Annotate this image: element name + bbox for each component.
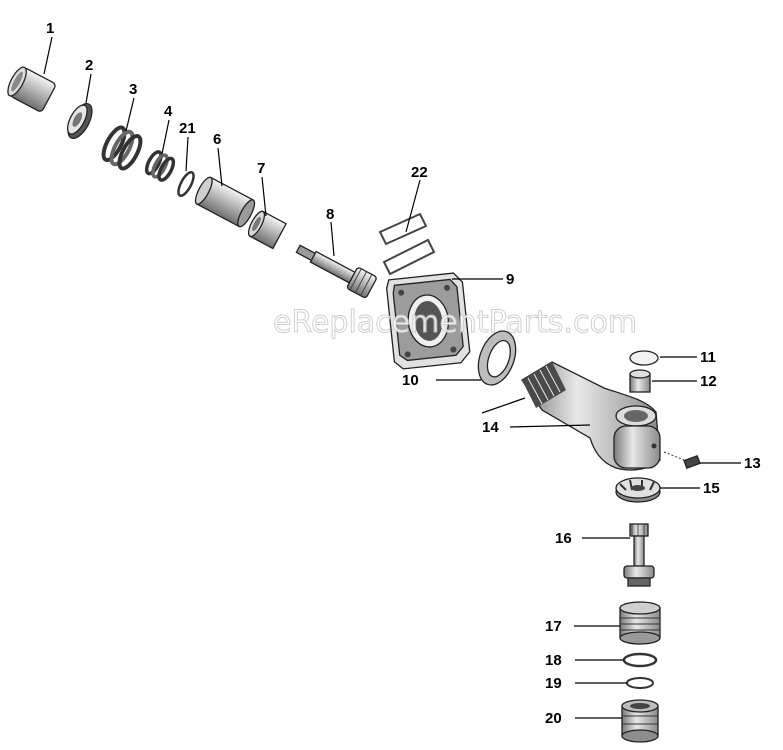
label-part-21: 21 [179,120,196,137]
label-part-1: 1 [46,20,54,37]
part-18-o-ring [622,652,658,668]
part-20-end-cap [621,699,659,743]
part-10-nut-ring [477,330,517,386]
part-14-angle-housing [521,361,661,471]
part-8-drive-shaft [295,244,377,299]
part-4-ring-set [144,150,176,182]
part-2-bearing [66,103,93,139]
part-9-flange-plate [385,272,471,370]
label-part-4: 4 [164,103,173,120]
label-part-16: 16 [555,530,572,547]
part-6-tube [194,176,256,228]
part-3-ring-set [101,125,143,171]
label-part-17: 17 [545,618,562,635]
label-part-8: 8 [326,206,334,223]
part-12-small-bushing [629,369,651,393]
watermark-text: eReplacementParts.com [273,305,637,340]
part-15-gear [615,477,661,503]
part-13-set-screw [663,451,701,469]
label-part-19: 19 [545,675,562,692]
part-22-gasket [378,212,436,276]
label-part-9: 9 [506,271,514,288]
part-11-cap [629,350,659,366]
part-7-bushing [247,210,287,250]
part-17-collar [619,601,661,645]
label-part-7: 7 [257,160,265,177]
part-1-sleeve [7,66,56,112]
label-part-13: 13 [744,455,761,472]
label-part-3: 3 [129,81,137,98]
label-part-15: 15 [703,480,720,497]
label-part-18: 18 [545,652,562,669]
label-part-12: 12 [700,373,717,390]
label-part-6: 6 [213,131,221,148]
part-16-spindle [623,523,655,587]
part-19-o-ring [626,677,654,689]
label-part-11: 11 [700,349,716,366]
part-21-o-ring [177,171,195,197]
label-part-22: 22 [411,164,428,181]
label-part-20: 20 [545,710,562,727]
leader-lines [43,36,741,719]
label-part-14: 14 [482,419,499,436]
label-part-10: 10 [402,372,419,389]
part-number-labels: 1 2 3 4 21 6 7 8 22 9 10 11 12 13 14 15 … [46,20,761,727]
label-part-2: 2 [85,57,93,74]
